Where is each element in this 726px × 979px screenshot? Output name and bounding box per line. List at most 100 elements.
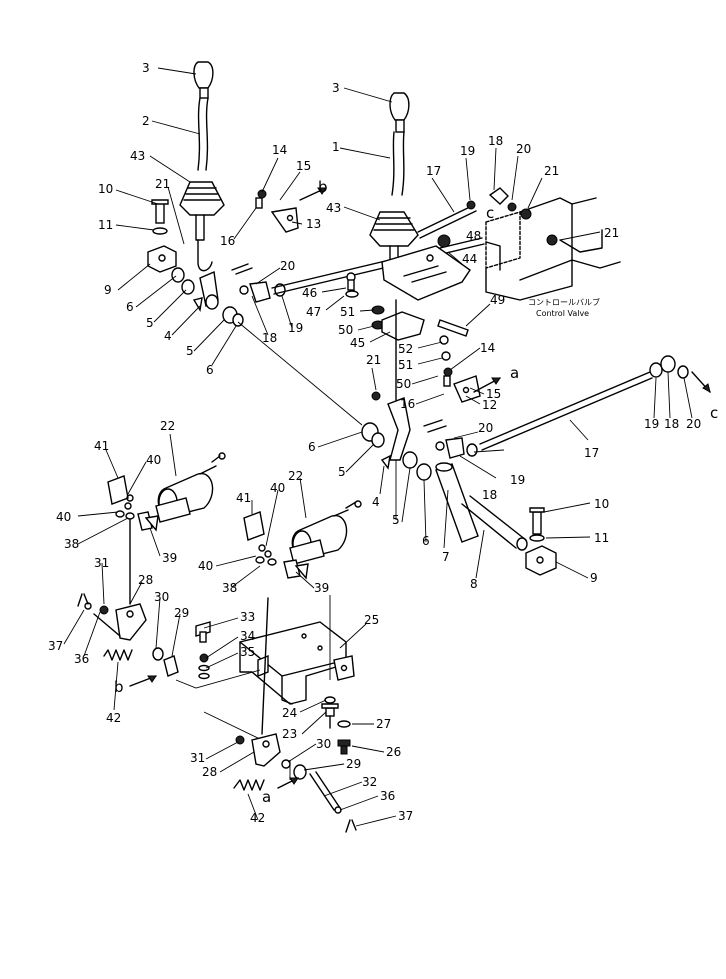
callout-label: 12 xyxy=(482,398,497,412)
right-lever-bracket xyxy=(345,234,471,421)
view-letter: c xyxy=(486,204,494,222)
callout-label: 47 xyxy=(306,305,321,319)
view-arrows xyxy=(129,187,711,789)
callout-label: 30 xyxy=(154,590,169,604)
callout-label: 21 xyxy=(604,226,619,240)
right-control-lever xyxy=(369,92,419,273)
callout-label: 22 xyxy=(288,469,303,483)
left-lower-lever xyxy=(77,519,179,677)
callout-label: 4 xyxy=(372,495,380,509)
leader-lines xyxy=(63,67,693,827)
callout-label: 51 xyxy=(340,305,355,319)
callout-label: 26 xyxy=(386,745,401,759)
callout-label: 39 xyxy=(162,551,177,565)
view-letter: b xyxy=(318,178,328,196)
control-valve: コントロールバルブ Control Valve xyxy=(466,187,621,318)
callout-label: 7 xyxy=(442,550,450,564)
callout-label: 15 xyxy=(486,387,501,401)
callout-label: 44 xyxy=(462,252,477,266)
callout-label: 38 xyxy=(222,581,237,595)
callout-label: 42 xyxy=(250,811,265,825)
callout-label: 41 xyxy=(236,491,251,505)
callout-label: 9 xyxy=(590,571,598,585)
callout-label: 21 xyxy=(155,177,170,191)
callout-label: 10 xyxy=(98,182,113,196)
callout-label: 9 xyxy=(104,283,112,297)
right-lower-lever xyxy=(233,597,357,833)
callout-label: 46 xyxy=(302,286,317,300)
control-valve-label-en: Control Valve xyxy=(536,309,589,318)
left-lever-bolt-block xyxy=(147,199,177,273)
callout-label: 37 xyxy=(48,639,63,653)
callout-label: 16 xyxy=(220,234,235,248)
left-control-lever xyxy=(179,61,225,272)
callout-label: 42 xyxy=(106,711,121,725)
callout-label: 16 xyxy=(400,397,415,411)
callout-label: 30 xyxy=(316,737,331,751)
callout-label: 6 xyxy=(422,534,430,548)
callout-label: 8 xyxy=(470,577,478,591)
callout-label: 31 xyxy=(94,556,109,570)
callout-label: 19 xyxy=(460,144,475,158)
callout-label: 10 xyxy=(594,497,609,511)
view-letter: a xyxy=(510,364,519,382)
callout-label: 21 xyxy=(544,164,559,178)
callout-label: 5 xyxy=(392,513,400,527)
view-letter: c xyxy=(710,404,718,422)
callout-label: 20 xyxy=(478,421,493,435)
callout-label: 19 xyxy=(644,417,659,431)
left-solenoid xyxy=(107,452,226,532)
callout-label: 17 xyxy=(584,446,599,460)
center-pivot-assembly xyxy=(361,367,528,551)
callout-label: 40 xyxy=(146,453,161,467)
callout-label: 28 xyxy=(202,765,217,779)
callout-label: 28 xyxy=(138,573,153,587)
callout-label: 14 xyxy=(272,143,287,157)
callout-label: 14 xyxy=(480,341,495,355)
callout-label: 32 xyxy=(362,775,377,789)
callout-label: 43 xyxy=(326,201,341,215)
callout-labels: 3 2 43 10 11 21 9 6 5 4 5 6 14 15 16 13 … xyxy=(48,61,701,825)
callout-label: 27 xyxy=(376,717,391,731)
callout-label: 37 xyxy=(398,809,413,823)
callout-label: 40 xyxy=(198,559,213,573)
callout-label: 11 xyxy=(594,531,609,545)
callout-label: 19 xyxy=(288,321,303,335)
callout-label: 36 xyxy=(380,789,395,803)
callout-label: 38 xyxy=(64,537,79,551)
callout-label: 50 xyxy=(338,323,353,337)
mounting-bracket xyxy=(195,621,355,705)
callout-label: 25 xyxy=(364,613,379,627)
left-link-and-rod xyxy=(231,189,485,303)
callout-label: 34 xyxy=(240,629,255,643)
callout-label: 2 xyxy=(142,114,150,128)
callout-label: 13 xyxy=(306,217,321,231)
bracket-hardware xyxy=(175,595,351,780)
main-pushrod xyxy=(479,355,689,451)
connection-lines xyxy=(237,321,397,520)
callout-label: 40 xyxy=(56,510,71,524)
callout-label: 43 xyxy=(130,149,145,163)
callout-label: 18 xyxy=(482,488,497,502)
callout-label: 21 xyxy=(366,353,381,367)
upper-long-rod xyxy=(417,204,477,239)
callout-label: 48 xyxy=(466,229,481,243)
callout-label: 45 xyxy=(350,336,365,350)
callout-label: 23 xyxy=(282,727,297,741)
right-bolt-block xyxy=(525,507,557,576)
callout-label: 31 xyxy=(190,751,205,765)
control-valve-label-jp: コントロールバルブ xyxy=(528,297,600,307)
view-letters: b c a c b a xyxy=(114,178,718,806)
callout-label: 17 xyxy=(426,164,441,178)
callout-label: 41 xyxy=(94,439,109,453)
callout-label: 50 xyxy=(396,377,411,391)
callout-label: 39 xyxy=(314,581,329,595)
callout-label: 18 xyxy=(262,331,277,345)
callout-label: 52 xyxy=(398,342,413,356)
callout-label: 35 xyxy=(240,645,255,659)
callout-label: 51 xyxy=(398,358,413,372)
callout-label: 20 xyxy=(516,142,531,156)
callout-label: 18 xyxy=(664,417,679,431)
callout-label: 19 xyxy=(510,473,525,487)
view-letter: a xyxy=(262,788,271,806)
